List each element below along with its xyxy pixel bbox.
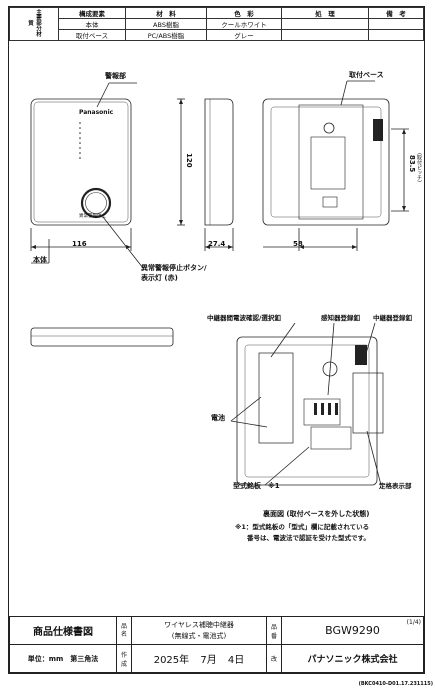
dim-front-height: 120 <box>185 153 193 168</box>
spec-sheet: 主要部分材質 構成要素 材 料 色 彩 処 理 備 考 本体 ABS樹脂 クール… <box>8 6 425 674</box>
product-number: BGW9290 (1/4) <box>281 616 424 645</box>
label-mount-base: 取付ベース <box>349 71 384 79</box>
dim-pitch: 83.5 <box>408 155 416 173</box>
materials-table: 主要部分材質 構成要素 材 料 色 彩 処 理 備 考 本体 ABS樹脂 クール… <box>9 7 424 41</box>
revision-label: 改 <box>266 644 282 673</box>
materials-row: 本体 ABS樹脂 クールホワイト <box>10 18 424 30</box>
dim-side-depth: 27.4 <box>208 240 226 248</box>
doc-code: (BKC0410-D01.17.231115) <box>358 681 433 687</box>
product-name: ワイヤレス補聴中継器 (無線式・電池式) <box>131 616 267 645</box>
dim-front-width: 116 <box>72 240 87 248</box>
label-body: 本体 <box>33 256 47 264</box>
name-label: 品名 <box>116 616 132 645</box>
created-label: 作成 <box>116 644 132 673</box>
label-relay-button: 中継器登録釦 <box>373 314 412 322</box>
label-button-line1: 異常警報停止ボタン/ <box>141 264 207 272</box>
company-name: パナソニック株式会社 <box>281 644 424 673</box>
alarm-stop-button-ring <box>80 187 112 219</box>
bottom-view-outline <box>30 327 174 347</box>
created-date: 2025年 7月 4日 <box>131 644 267 673</box>
dim-pitch-note: (取付ピッチ) <box>416 153 422 182</box>
note-line1: ※1：型式銘板の「型式」欄に記載されている <box>235 523 370 531</box>
back-view-caption: 裏面図 (取付ベースを外した状態) <box>263 510 370 518</box>
device-label: 異常警報停止 <box>79 214 106 219</box>
title-row: 単位：mm 第三角法 作成 2025年 7月 4日 改 パナソニック株式会社 <box>9 644 424 673</box>
title-block: 商品仕様書図 品名 ワイヤレス補聴中継器 (無線式・電池式) 品番 BGW929… <box>9 616 424 673</box>
technical-drawing <box>30 80 409 486</box>
number-label: 品番 <box>266 616 282 645</box>
note-line2: 番号は、電波法で認証を受けた型式です。 <box>247 534 370 542</box>
brand-logo: Panasonic <box>79 109 114 116</box>
unit-info: 単位：mm 第三角法 <box>9 644 117 673</box>
doc-type: 商品仕様書図 <box>9 616 117 645</box>
page-count: (1/4) <box>406 619 421 626</box>
label-button-line2: 表示灯 (赤) <box>141 274 178 282</box>
materials-row: 取付ベース PC/ABS樹脂 グレー <box>10 29 424 41</box>
label-battery: 電池 <box>211 414 225 422</box>
side-view-outline <box>204 98 234 226</box>
label-alarm-section: 警報部 <box>105 72 126 80</box>
label-model-plate: 型式銘板 ※1 <box>233 482 280 490</box>
dim-back-width: 58 <box>293 240 303 248</box>
label-relay-register: 中継器間電波確認/選択釦 <box>207 314 281 322</box>
materials-side-label: 主要部分材質 <box>9 7 59 41</box>
back-view-outline <box>262 98 390 226</box>
title-row: 商品仕様書図 品名 ワイヤレス補聴中継器 (無線式・電池式) 品番 BGW929… <box>9 616 424 645</box>
label-sensor-register: 感知器登録釦 <box>321 314 360 322</box>
label-rating: 定格表示部 <box>379 482 412 490</box>
back-detail-outline <box>236 336 378 486</box>
front-view-outline <box>30 98 132 226</box>
